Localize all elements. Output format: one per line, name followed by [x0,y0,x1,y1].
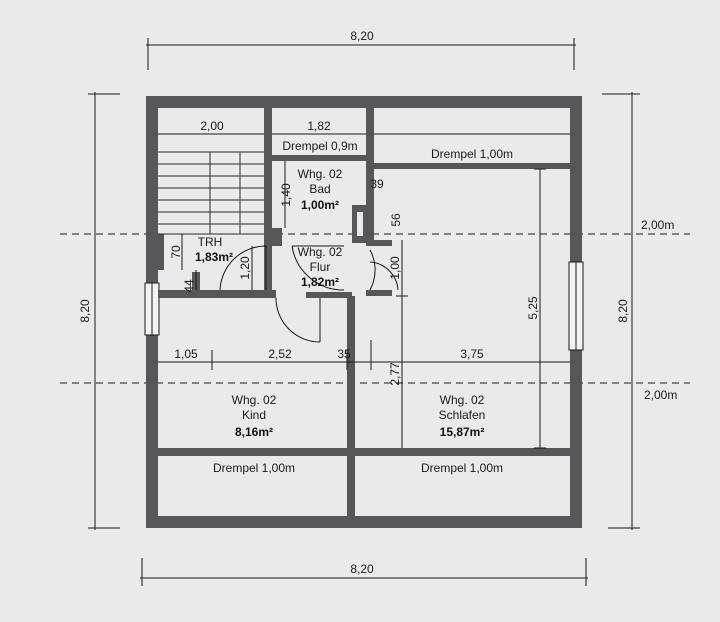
label-drempel-top-right: Drempel 1,00m [431,147,513,161]
label-schlafen-area: 15,87m² [440,425,485,439]
dim-seg-2: 2,52 [268,347,292,361]
label-kind-line1: Whg. 02 [232,393,277,407]
dim-height-right: 5,25 [526,296,540,320]
dim-trh-small: 44 [182,279,196,293]
dim-bad-depth: 1,40 [279,183,293,207]
level-label-lower: 2,00m [644,388,677,402]
label-drempel-09: Drempel 0,9m [282,139,357,153]
label-drempel-bottom-left: Drempel 1,00m [213,461,295,475]
dim-seg-4: 3,75 [460,347,484,361]
staircase [158,151,264,235]
dim-trh-depth: 70 [169,245,183,259]
level-label-upper: 2,00m [641,218,674,232]
label-bad-area: 1,00m² [301,198,339,212]
dim-bottom-total: 8,20 [350,562,374,576]
label-bad-line1: Whg. 02 [298,167,343,181]
doors [219,245,399,343]
label-trh-name: TRH [198,235,223,249]
label-kind-area: 8,16m² [235,425,273,439]
label-kind-line2: Kind [242,408,266,422]
dimension-lines [88,38,640,586]
label-schlafen-line1: Whg. 02 [440,393,485,407]
label-schlafen-line2: Schlafen [439,408,486,422]
label-flur-line1: Whg. 02 [298,245,343,259]
dim-seg-3: 35 [337,347,351,361]
dim-drempel-small: 1,82 [307,119,331,133]
dim-top-total: 8,20 [350,29,374,43]
dim-seg-1: 1,05 [174,347,198,361]
label-flur-area: 1,82m² [301,275,339,289]
dim-stair-width: 2,00 [200,119,224,133]
dim-bad-wall: 39 [370,177,384,191]
label-trh-area: 1,83m² [195,250,233,264]
label-flur-line2: Flur [310,260,331,274]
dim-right-total: 8,20 [616,299,630,323]
dim-flur-depth: 1,00 [388,256,402,280]
inner-walls [158,108,570,516]
dim-flur-gap: 56 [389,213,403,227]
dim-trh-door: 1,20 [238,256,252,280]
dim-left-total: 8,20 [78,299,92,323]
label-bad-line2: Bad [309,182,330,196]
label-drempel-bottom-right: Drempel 1,00m [421,461,503,475]
dim-height-mid: 2,77 [388,362,402,386]
